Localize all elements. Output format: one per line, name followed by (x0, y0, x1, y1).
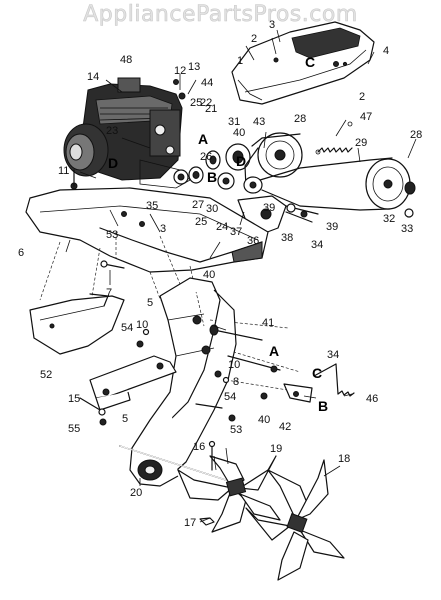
callout-16: 16 (193, 441, 205, 453)
callout-4: 4 (383, 45, 389, 57)
callout-1: 1 (237, 55, 243, 67)
callout-2: 2 (251, 33, 257, 45)
callout-7: 7 (106, 287, 112, 299)
callout-39: 39 (263, 202, 275, 214)
callout-5: 5 (122, 413, 128, 425)
callout-53: 53 (106, 229, 118, 241)
connector-a: A (269, 343, 279, 359)
callout-34: 34 (327, 349, 339, 361)
callout-46: 46 (366, 393, 378, 405)
control-bracket[interactable] (260, 363, 355, 403)
fasteners-right[interactable] (195, 370, 236, 422)
callout-3: 3 (269, 19, 275, 31)
callout-33: 33 (401, 223, 413, 235)
callout-53: 53 (230, 424, 242, 436)
callout-52: 52 (40, 369, 52, 381)
tine-assembly-right[interactable] (245, 459, 345, 581)
callout-54: 54 (224, 391, 236, 403)
drive-belt-and-pulleys[interactable] (243, 132, 411, 211)
connection-letters: A A B B C C D D (108, 54, 328, 414)
callout-19: 19 (270, 443, 282, 455)
leader-lines (65, 29, 417, 523)
callout-25: 25 (190, 97, 202, 109)
callout-13: 13 (188, 61, 200, 73)
idler-pulley[interactable] (404, 181, 416, 218)
callout-40: 40 (233, 127, 245, 139)
callout-2: 2 (359, 91, 365, 103)
callout-14: 14 (87, 71, 99, 83)
rod-8[interactable] (227, 355, 281, 373)
callout-28: 28 (294, 113, 306, 125)
callout-43: 43 (253, 116, 265, 128)
shield-plate[interactable] (29, 293, 125, 355)
callout-40: 40 (203, 269, 215, 281)
callout-34: 34 (311, 239, 323, 251)
callout-36: 36 (247, 235, 259, 247)
tine-shield[interactable] (25, 169, 269, 273)
callout-8: 8 (233, 376, 239, 388)
callout-41: 41 (262, 317, 274, 329)
callout-40: 40 (258, 414, 270, 426)
callout-38: 38 (281, 232, 293, 244)
callout-3: 3 (160, 223, 166, 235)
callout-10: 10 (228, 359, 240, 371)
connector-d: D (108, 155, 118, 171)
callout-12: 12 (174, 65, 186, 77)
callout-22: 22 (200, 97, 212, 109)
callout-11: 11 (58, 165, 69, 177)
engine-pulleys[interactable] (188, 143, 251, 190)
callout-28: 28 (410, 129, 422, 141)
tine-assembly-left[interactable] (177, 455, 281, 533)
callout-37: 37 (230, 226, 242, 238)
connector-d: D (236, 153, 246, 169)
belt-cover[interactable] (231, 21, 375, 105)
callout-24: 24 (216, 221, 228, 233)
fasteners-left[interactable] (79, 328, 150, 426)
axle[interactable] (119, 445, 233, 483)
connector-b: B (318, 398, 328, 414)
callout-42: 42 (279, 421, 291, 433)
callout-18: 18 (338, 453, 350, 465)
callout-26: 26 (200, 151, 212, 163)
callout-48: 48 (120, 54, 132, 66)
spring[interactable] (315, 121, 353, 155)
callout-23: 23 (106, 125, 118, 137)
callout-25: 25 (195, 216, 207, 228)
callout-15: 15 (68, 393, 80, 405)
callout-55: 55 (68, 423, 80, 435)
callout-5: 5 (147, 297, 153, 309)
callout-29: 29 (355, 137, 367, 149)
callout-32: 32 (383, 213, 395, 225)
callout-35: 35 (146, 200, 158, 212)
bolt[interactable] (100, 260, 125, 269)
side-bracket[interactable] (89, 355, 177, 411)
callout-47: 47 (360, 111, 372, 123)
connector-b: B (207, 169, 217, 185)
callout-30: 30 (206, 203, 218, 215)
callout-6: 6 (18, 247, 24, 259)
watermark: AppliancePartsPros.com (83, 2, 358, 28)
callout-10: 10 (136, 319, 148, 331)
connector-c: C (305, 54, 315, 70)
callout-39: 39 (326, 221, 338, 233)
callout-20: 20 (130, 487, 142, 499)
callout-54: 54 (121, 322, 133, 334)
callout-44: 44 (201, 77, 213, 89)
callout-31: 31 (228, 116, 240, 128)
hairpin-clip[interactable] (199, 440, 216, 526)
callouts: 1 2 2 3 3 4 5 5 6 7 8 10 10 11 12 13 14 … (18, 19, 422, 529)
callout-21: 21 (205, 103, 217, 115)
engine[interactable] (63, 77, 191, 189)
connector-c: C (312, 365, 322, 381)
callout-17: 17 (184, 517, 196, 529)
shaft-41[interactable] (209, 324, 263, 341)
callout-27: 27 (192, 199, 204, 211)
connector-a: A (198, 131, 208, 147)
